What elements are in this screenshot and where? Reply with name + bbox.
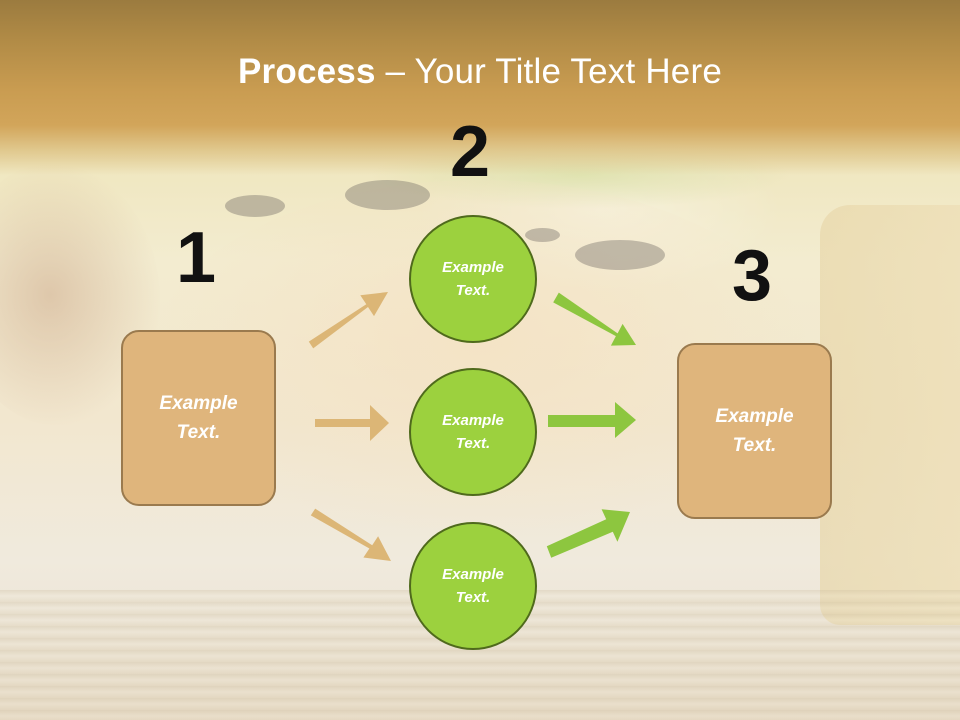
step-number-3: 3: [732, 236, 773, 316]
title-band: [0, 0, 960, 175]
step-box-1-text: Example Text.: [159, 393, 238, 443]
arrow-left-middle-icon: [315, 405, 389, 441]
arrow-right-down-icon: [553, 292, 636, 346]
step-number-2: 2: [450, 112, 491, 192]
step-box-3-text: Example Text.: [715, 406, 794, 456]
background-stone: [345, 180, 430, 210]
title-rest: – Your Title Text Here: [375, 52, 722, 91]
step-number-1: 1: [176, 218, 217, 298]
arrow-right-up-icon: [546, 509, 630, 558]
background-stone: [225, 195, 285, 217]
process-circle-top-text: Example Text.: [442, 259, 504, 299]
process-circle-middle[interactable]: Example Text.: [409, 368, 537, 496]
arrow-left-up-icon: [308, 292, 388, 349]
background-stone: [575, 240, 665, 270]
page-title: Process – Your Title Text Here: [0, 52, 960, 92]
process-circle-bottom[interactable]: Example Text.: [409, 522, 537, 650]
title-bold: Process: [238, 52, 376, 91]
step-box-3[interactable]: Example Text.: [677, 343, 832, 519]
arrow-left-down-icon: [310, 508, 391, 561]
process-circle-bottom-text: Example Text.: [442, 566, 504, 606]
background-towel: [820, 205, 960, 625]
process-circle-middle-text: Example Text.: [442, 412, 504, 452]
process-circle-top[interactable]: Example Text.: [409, 215, 537, 343]
step-box-1[interactable]: Example Text.: [121, 330, 276, 506]
arrow-right-middle-icon: [548, 402, 636, 438]
background-stone: [525, 228, 560, 242]
